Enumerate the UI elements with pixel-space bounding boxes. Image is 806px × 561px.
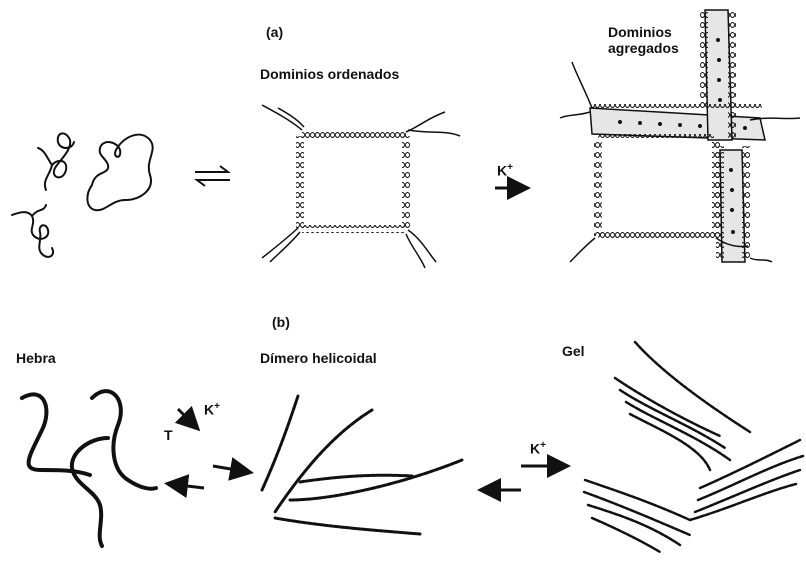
panel-a-label: (a)	[266, 24, 283, 40]
arrow-right-1	[213, 466, 248, 472]
temperature-label: T	[164, 427, 173, 443]
ordered-domains-label: Dominios ordenados	[260, 66, 399, 82]
strand-label: Hebra	[16, 350, 56, 366]
aggregated-domains	[560, 10, 800, 262]
coil-3	[12, 205, 53, 257]
arrow-left-1	[170, 484, 204, 488]
k-ion-label-b2: K+	[530, 438, 546, 457]
aggregated-domains-label: Dominios agregados	[608, 24, 679, 56]
helical-dimer-label: Dímero helicoidal	[260, 350, 377, 366]
k-ion-label-a: K+	[497, 160, 513, 179]
gel-bundles	[584, 342, 803, 552]
gel-label: Gel	[562, 343, 585, 359]
single-strands	[22, 391, 156, 546]
coil-2	[87, 135, 152, 211]
random-coils	[12, 133, 153, 256]
equilibrium-arrows	[195, 166, 230, 186]
coil-1	[38, 133, 74, 190]
panel-b-label: (b)	[272, 314, 290, 330]
k-ion-label-b1: K+	[204, 399, 220, 418]
ordered-domain	[262, 105, 460, 268]
helical-dimers	[262, 396, 462, 534]
arrow-k-down	[178, 409, 196, 427]
